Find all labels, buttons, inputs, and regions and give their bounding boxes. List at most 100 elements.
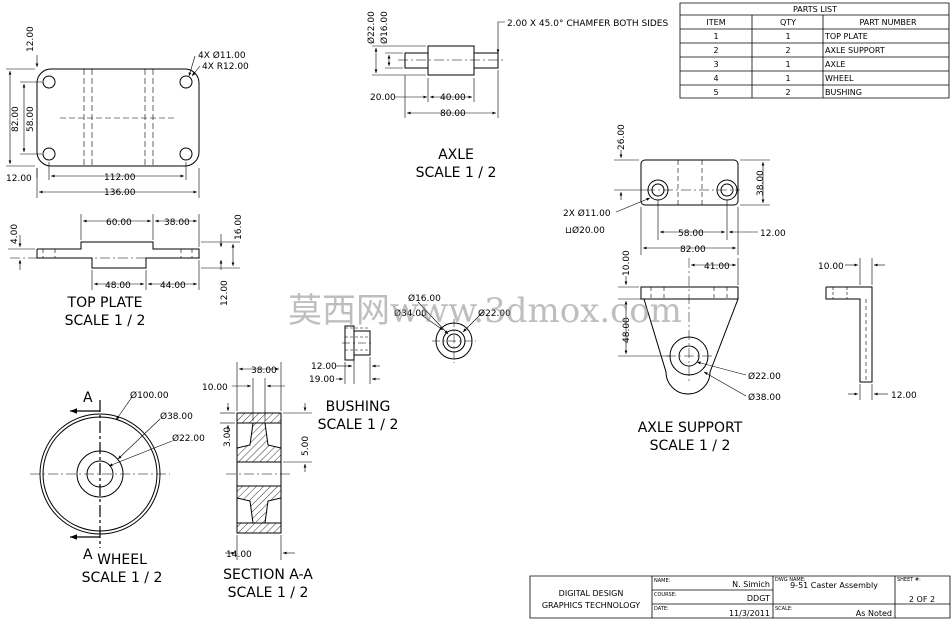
axle-dim-dia16: Ø16.00 <box>379 11 390 44</box>
title-block-dwg-label: DWG NAME: <box>775 577 806 583</box>
top-plate-dim-12-top: 12.00 <box>26 26 36 52</box>
bushing-drawing <box>336 302 483 384</box>
axle-support-dim-12: 12.00 <box>760 229 786 239</box>
top-plate-dim-4: 4.00 <box>10 224 20 244</box>
title-block-course: DDGT <box>747 594 770 603</box>
bushing-dim-dia22: Ø22.00 <box>478 308 511 319</box>
top-plate-top-view <box>6 55 200 198</box>
axle-support-side-dim-12: 12.00 <box>891 391 917 401</box>
section-dim-3: 3.00 <box>223 427 233 447</box>
top-plate-dim-16: 16.00 <box>234 214 244 240</box>
parts-list-header-item: ITEM <box>706 18 725 27</box>
axle-support-dim-48: 48.00 <box>622 317 632 343</box>
section-dim-5: 5.00 <box>301 436 311 456</box>
section-aa-drawing <box>220 362 312 560</box>
axle-support-dim-26: 26.00 <box>617 124 627 150</box>
axle-support-dim-41: 41.00 <box>704 262 730 272</box>
axle-support-dim-10: 10.00 <box>622 250 632 276</box>
title-block-scale-label: SCALE: <box>775 606 793 612</box>
top-plate-dim-12-side: 12.00 <box>220 280 230 306</box>
bushing-scale: SCALE 1 / 2 <box>318 417 399 433</box>
top-plate-dim-136: 136.00 <box>104 188 136 198</box>
title-block-sheet-label: SHEET #: <box>897 577 921 583</box>
axle-support-dim-82: 82.00 <box>680 245 706 255</box>
axle-title: AXLE <box>438 147 474 163</box>
axle-support-front-view <box>618 258 746 396</box>
axle-dim-80: 80.00 <box>440 109 466 119</box>
wheel-scale: SCALE 1 / 2 <box>82 570 163 586</box>
title-block-course-label: COURSE: <box>654 592 677 598</box>
parts-list-header-part: PART NUMBER <box>859 18 916 27</box>
axle-dim-20: 20.00 <box>370 93 396 103</box>
axle-dim-40: 40.00 <box>440 93 466 103</box>
wheel-dim-dia22: Ø22.00 <box>172 433 205 444</box>
parts-list-title: PARTS LIST <box>793 5 837 14</box>
parts-list-cell: AXLE SUPPORT <box>825 46 885 55</box>
axle-support-side-view <box>826 258 888 400</box>
top-plate-scale: SCALE 1 / 2 <box>65 313 146 329</box>
axle-support-dim-dia22: Ø22.00 <box>748 371 781 382</box>
wheel-cut-a-top: A <box>83 390 93 406</box>
top-plate-dim-82: 82.00 <box>11 106 21 132</box>
wheel-cut-a-bottom: A <box>83 547 93 563</box>
wheel-dim-dia100: Ø100.00 <box>130 390 169 401</box>
top-plate-dim-38: 38.00 <box>164 218 190 228</box>
bushing-title: BUSHING <box>326 399 391 415</box>
parts-list-cell: TOP PLATE <box>824 32 868 41</box>
axle-drawing <box>372 22 505 118</box>
axle-support-dim-cbore: ⊔Ø20.00 <box>565 225 605 236</box>
axle-dim-chamfer: 2.00 X 45.0° CHAMFER BOTH SIDES <box>507 19 668 29</box>
title-block-sheet: 2 OF 2 <box>909 595 935 604</box>
title-block-date: 11/3/2011 <box>729 609 770 618</box>
section-dim-38: 38.00 <box>251 366 277 376</box>
section-scale: SCALE 1 / 2 <box>228 585 309 601</box>
title-block-name: N. Simich <box>732 580 770 589</box>
title-block-scale: As Noted <box>856 609 892 618</box>
wheel-dim-dia38: Ø38.00 <box>160 411 193 422</box>
wheel-drawing <box>30 397 172 548</box>
top-plate-dim-60: 60.00 <box>106 218 132 228</box>
top-plate-front-view <box>8 214 240 290</box>
top-plate-dim-48: 48.00 <box>105 281 131 291</box>
section-dim-14: 14.00 <box>226 550 252 560</box>
bushing-dim-19: 19.00 <box>309 375 335 385</box>
section-title: SECTION A-A <box>223 567 313 583</box>
wheel-title: WHEEL <box>97 552 147 568</box>
parts-list-cell: 1 <box>713 32 718 41</box>
parts-list-cell: 2 <box>785 46 790 55</box>
bushing-dim-dia16: Ø16.00 <box>408 293 441 304</box>
parts-list-header-qty: QTY <box>780 18 796 27</box>
parts-list-cell: 1 <box>785 60 790 69</box>
parts-list-cell: 5 <box>713 88 718 97</box>
title-block-org-line1: DIGITAL DESIGN <box>559 589 624 598</box>
axle-support-dim-58: 58.00 <box>678 229 704 239</box>
top-plate-dim-44: 44.00 <box>160 281 186 291</box>
top-plate-dim-hole: 4X Ø11.00 <box>198 50 246 61</box>
top-plate-dim-58: 58.00 <box>26 106 36 132</box>
parts-list-cell: WHEEL <box>825 74 854 83</box>
top-plate-dim-12-left: 12.00 <box>6 174 32 184</box>
title-block-date-label: DATE: <box>654 606 669 612</box>
parts-list-cell: 1 <box>785 74 790 83</box>
section-dim-10: 10.00 <box>202 383 228 393</box>
title-block <box>530 576 950 618</box>
axle-dim-dia22: Ø22.00 <box>366 11 377 44</box>
parts-list-cell: 1 <box>785 32 790 41</box>
top-plate-dim-radius: 4X R12.00 <box>202 62 249 72</box>
axle-support-side-dim-10: 10.00 <box>818 262 844 272</box>
parts-list-table <box>680 3 949 98</box>
axle-scale: SCALE 1 / 2 <box>416 165 497 181</box>
axle-support-dim-dia38: Ø38.00 <box>748 392 781 403</box>
parts-list-cell: 2 <box>785 88 790 97</box>
title-block-org-line2: GRAPHICS TECHNOLOGY <box>542 601 640 610</box>
axle-support-title: AXLE SUPPORT <box>638 420 743 436</box>
bushing-dim-12: 12.00 <box>311 362 337 372</box>
axle-support-top-view <box>614 150 770 255</box>
top-plate-dim-112: 112.00 <box>104 173 136 183</box>
parts-list-cell: 3 <box>713 60 718 69</box>
title-block-dwg-name: 9-51 Caster Assembly <box>790 581 878 590</box>
title-block-name-label: NAME: <box>654 578 671 584</box>
parts-list-cell: 2 <box>713 46 718 55</box>
axle-support-scale: SCALE 1 / 2 <box>650 438 731 454</box>
